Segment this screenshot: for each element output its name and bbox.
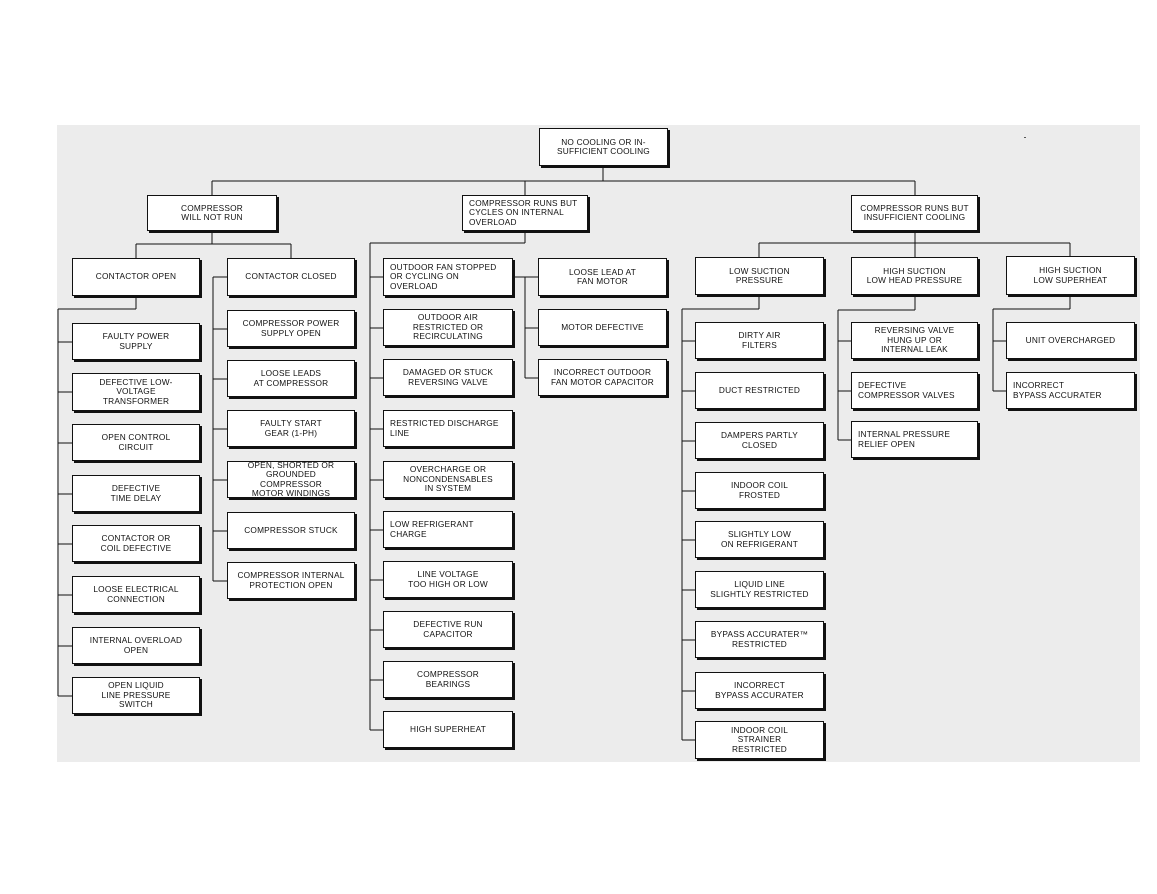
cause-restricted-discharge-line: RESTRICTED DISCHARGE LINE	[383, 410, 513, 447]
cause-loose-leads-compressor: LOOSE LEADS AT COMPRESSOR	[227, 360, 355, 397]
cause-unit-overcharged: UNIT OVERCHARGED	[1006, 322, 1135, 359]
cause-incorrect-bypass-accurater: INCORRECT BYPASS ACCURATER	[695, 672, 824, 709]
cause-liquid-line-restricted: LIQUID LINE SLIGHTLY RESTRICTED	[695, 571, 824, 608]
group-high-suction-low-head: HIGH SUCTION LOW HEAD PRESSURE	[851, 257, 978, 295]
cause-defective-compressor-valves: DEFECTIVE COMPRESSOR VALVES	[851, 372, 978, 409]
cause-dampers-partly-closed: DAMPERS PARTLY CLOSED	[695, 422, 824, 459]
cause-loose-lead-fan-motor: LOOSE LEAD AT FAN MOTOR	[538, 258, 667, 296]
cause-compressor-bearings: COMPRESSOR BEARINGS	[383, 661, 513, 698]
branch-insufficient-cooling: COMPRESSOR RUNS BUT INSUFFICIENT COOLING	[851, 195, 978, 231]
cause-reversing-valve-damaged: DAMAGED OR STUCK REVERSING VALVE	[383, 359, 513, 396]
cause-slightly-low-refrigerant: SLIGHTLY LOW ON REFRIGERANT	[695, 521, 824, 558]
group-contactor-open: CONTACTOR OPEN	[72, 258, 200, 296]
cause-compressor-stuck: COMPRESSOR STUCK	[227, 512, 355, 549]
cause-indoor-coil-frosted: INDOOR COIL FROSTED	[695, 472, 824, 509]
cause-incorrect-fan-capacitor: INCORRECT OUTDOOR FAN MOTOR CAPACITOR	[538, 359, 667, 396]
cause-outdoor-fan-stopped: OUTDOOR FAN STOPPED OR CYCLING ON OVERLO…	[383, 258, 513, 296]
cause-faulty-power-supply: FAULTY POWER SUPPLY	[72, 323, 200, 360]
cause-incorrect-bypass-accurater-2: INCORRECT BYPASS ACCURATER	[1006, 372, 1135, 409]
cause-internal-protection-open: COMPRESSOR INTERNAL PROTECTION OPEN	[227, 562, 355, 599]
root-node: NO COOLING OR IN- SUFFICIENT COOLING	[539, 128, 668, 166]
cause-internal-pressure-relief: INTERNAL PRESSURE RELIEF OPEN	[851, 421, 978, 458]
cause-outdoor-air-restricted: OUTDOOR AIR RESTRICTED OR RECIRCULATING	[383, 309, 513, 346]
cause-high-superheat: HIGH SUPERHEAT	[383, 711, 513, 748]
cause-indoor-coil-strainer: INDOOR COIL STRAINER RESTRICTED	[695, 721, 824, 759]
cause-overcharge-noncondensables: OVERCHARGE OR NONCONDENSABLES IN SYSTEM	[383, 461, 513, 498]
cause-compressor-power-supply-open: COMPRESSOR POWER SUPPLY OPEN	[227, 310, 355, 347]
cause-reversing-valve-hung: REVERSING VALVE HUNG UP OR INTERNAL LEAK	[851, 322, 978, 359]
cause-dirty-air-filters: DIRTY AIR FILTERS	[695, 322, 824, 359]
cause-contactor-coil-defective: CONTACTOR OR COIL DEFECTIVE	[72, 525, 200, 562]
group-high-suction-low-superheat: HIGH SUCTION LOW SUPERHEAT	[1006, 256, 1135, 295]
cause-bypass-accurater-restricted: BYPASS ACCURATER™ RESTRICTED	[695, 621, 824, 658]
group-contactor-closed: CONTACTOR CLOSED	[227, 258, 355, 296]
branch-cycles-on-overload: COMPRESSOR RUNS BUT CYCLES ON INTERNAL O…	[462, 195, 588, 231]
cause-motor-windings: OPEN, SHORTED OR GROUNDED COMPRESSOR MOT…	[227, 460, 355, 498]
cause-defective-time-delay: DEFECTIVE TIME DELAY	[72, 475, 200, 512]
cause-line-voltage: LINE VOLTAGE TOO HIGH OR LOW	[383, 561, 513, 598]
cause-defective-run-capacitor: DEFECTIVE RUN CAPACITOR	[383, 611, 513, 648]
cause-open-control-circuit: OPEN CONTROL CIRCUIT	[72, 424, 200, 461]
cause-duct-restricted: DUCT RESTRICTED	[695, 372, 824, 409]
cause-low-refrigerant-charge: LOW REFRIGERANT CHARGE	[383, 511, 513, 548]
cause-internal-overload-open: INTERNAL OVERLOAD OPEN	[72, 627, 200, 664]
cause-faulty-start-gear: FAULTY START GEAR (1-PH)	[227, 410, 355, 447]
branch-compressor-will-not-run: COMPRESSOR WILL NOT RUN	[147, 195, 277, 231]
group-low-suction-pressure: LOW SUCTION PRESSURE	[695, 257, 824, 295]
cause-loose-electrical-connection: LOOSE ELECTRICAL CONNECTION	[72, 576, 200, 613]
speck	[1024, 137, 1026, 138]
cause-open-liquid-line-switch: OPEN LIQUID LINE PRESSURE SWITCH	[72, 677, 200, 714]
cause-defective-transformer: DEFECTIVE LOW- VOLTAGE TRANSFORMER	[72, 373, 200, 411]
cause-motor-defective: MOTOR DEFECTIVE	[538, 309, 667, 346]
